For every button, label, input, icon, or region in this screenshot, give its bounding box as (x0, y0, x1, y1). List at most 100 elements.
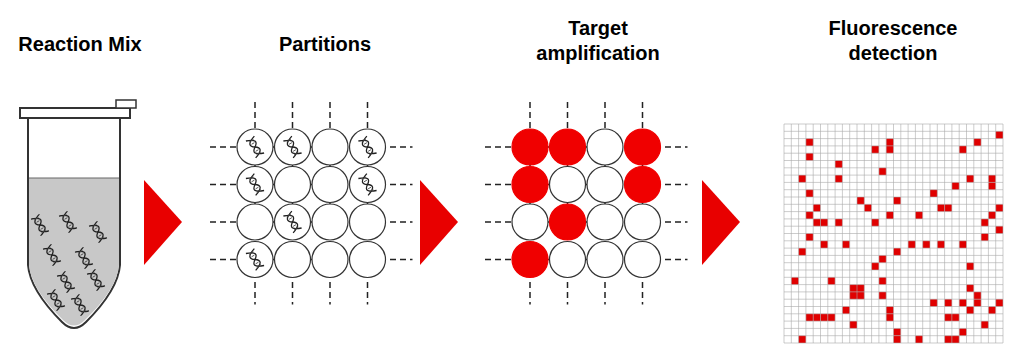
positive-partition (813, 219, 820, 226)
positive-partition (974, 139, 981, 146)
positive-partition (945, 336, 952, 343)
dna-icon (71, 294, 89, 316)
positive-partition (799, 248, 806, 255)
dna-icon (358, 136, 376, 158)
positive-partition (952, 182, 959, 189)
dna-icon (87, 269, 105, 291)
partition (512, 129, 548, 165)
partition (237, 167, 273, 203)
partition (350, 129, 386, 165)
dna-icon (358, 174, 376, 196)
positive-partition (981, 219, 988, 226)
partition (312, 204, 348, 240)
positive-partition (974, 299, 981, 306)
positive-partition (952, 314, 959, 321)
positive-partition (850, 321, 857, 328)
positive-partition (988, 175, 995, 182)
positive-partition (821, 314, 828, 321)
positive-partition (967, 285, 974, 292)
positive-partition (828, 314, 835, 321)
dna-icon (47, 289, 65, 311)
positive-partition (945, 299, 952, 306)
positive-partition (806, 314, 813, 321)
stage-heading: Reaction Mix (0, 32, 160, 57)
positive-partition (974, 292, 981, 299)
positive-partition (945, 204, 952, 211)
dna-icon (57, 271, 75, 293)
positive-partition (908, 241, 915, 248)
partition (587, 167, 623, 203)
dna-icon (31, 214, 49, 236)
positive-partition (835, 161, 842, 168)
partition (625, 167, 661, 203)
dna-icon (246, 136, 264, 158)
partition (312, 242, 348, 278)
reaction-tube (20, 100, 136, 328)
positive-partition (879, 277, 886, 284)
positive-partition (959, 241, 966, 248)
positive-partition (937, 241, 944, 248)
partition (625, 204, 661, 240)
positive-partition (842, 307, 849, 314)
positive-partition (894, 336, 901, 343)
positive-partition (806, 153, 813, 160)
positive-partition (850, 292, 857, 299)
positive-partition (959, 299, 966, 306)
positive-partition (799, 336, 806, 343)
partition (275, 204, 311, 240)
dna-icon (59, 211, 77, 233)
fluorescence-grid (784, 124, 1003, 343)
positive-partition (996, 131, 1003, 138)
dna-icon (283, 211, 301, 233)
positive-partition (791, 277, 798, 284)
partition (550, 242, 586, 278)
partition (625, 129, 661, 165)
positive-partition (996, 226, 1003, 233)
positive-partition (835, 175, 842, 182)
positive-partition (879, 255, 886, 262)
positive-partition (967, 175, 974, 182)
positive-partition (813, 314, 820, 321)
positive-partition (872, 219, 879, 226)
partition (350, 167, 386, 203)
stage-heading: Partitions (245, 32, 405, 57)
positive-partition (894, 197, 901, 204)
positive-partition (799, 175, 806, 182)
positive-partition (886, 146, 893, 153)
positive-partition (981, 234, 988, 241)
partition (312, 167, 348, 203)
positive-partition (959, 328, 966, 335)
partition-grid (210, 102, 413, 305)
dna-icon (246, 174, 264, 196)
positive-partition (879, 168, 886, 175)
positive-partition (828, 277, 835, 284)
positive-partition (886, 212, 893, 219)
positive-partition (930, 299, 937, 306)
positive-partition (915, 212, 922, 219)
positive-partition (967, 307, 974, 314)
positive-partition (864, 204, 871, 211)
partition (512, 167, 548, 203)
partition (550, 204, 586, 240)
partition (237, 242, 273, 278)
positive-partition (872, 263, 879, 270)
positive-partition (996, 299, 1003, 306)
positive-partition (988, 212, 995, 219)
dna-icon (75, 247, 93, 269)
positive-partition (988, 307, 995, 314)
positive-partition (988, 182, 995, 189)
positive-partition (821, 241, 828, 248)
partition (512, 204, 548, 240)
partition (587, 129, 623, 165)
partition (237, 204, 273, 240)
positive-partition (806, 212, 813, 219)
positive-partition (806, 190, 813, 197)
partition (587, 242, 623, 278)
stage-heading: Target amplification (518, 16, 678, 66)
positive-partition (857, 197, 864, 204)
positive-partition (850, 285, 857, 292)
dna-icon (246, 249, 264, 271)
positive-partition (915, 336, 922, 343)
positive-partition (981, 321, 988, 328)
